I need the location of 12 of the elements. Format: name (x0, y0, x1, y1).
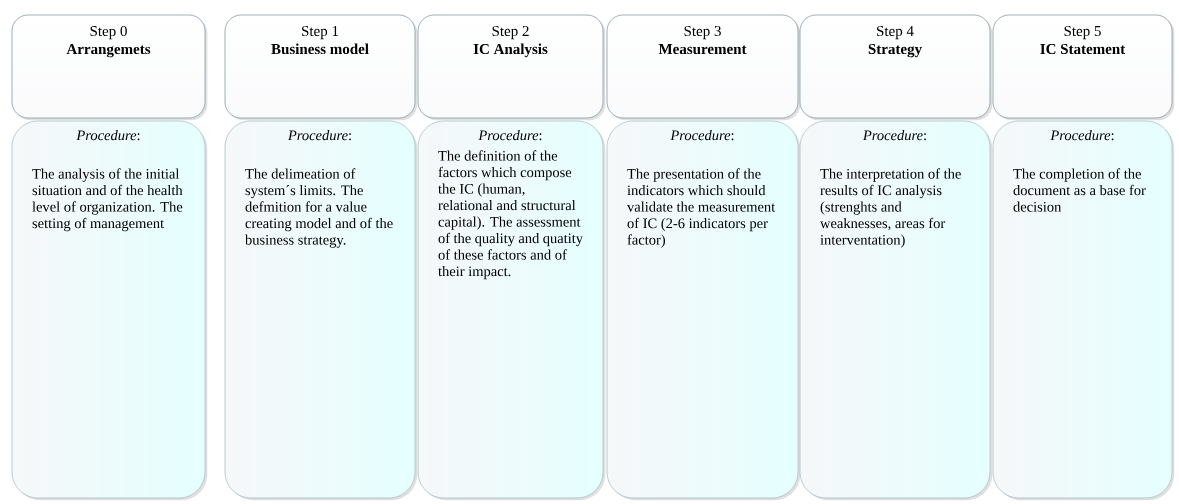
step-header-box: Step 0 Arrangemets (11, 14, 208, 121)
procedure-box: Procedure: The definition of the factors which compose the IC (human, relational and structural capital). The assessment of the quality and quatity of these factors and of their impact. (417, 120, 606, 501)
procedure-box: Procedure: The delimeation of system´s limits. The defmition for a value creating model and of the business strategy. (224, 120, 418, 501)
procedure-box: Procedure: The presentation of the indicators which should validate the measurement of IC (2-6 indicators per factor) (606, 120, 801, 501)
step-header-box: Step 4 Strategy (799, 14, 993, 121)
step-header-box: Step 3 Measurement (606, 14, 801, 121)
step-header-box: Step 1 Business model (224, 14, 418, 121)
step-header-box: Step 5 IC Statement (992, 14, 1175, 121)
procedure-box: Procedure: The interpretation of the results of IC analysis (strenghts and weaknesses, areas for interventation) (799, 120, 993, 501)
step-header-box: Step 2 IC Analysis (417, 14, 606, 121)
procedure-box: Procedure: The analysis of the initial situation and of the health level of organization. The setting of management (11, 120, 208, 501)
procedure-box: Procedure: The completion of the document as a base for decision (992, 120, 1175, 501)
